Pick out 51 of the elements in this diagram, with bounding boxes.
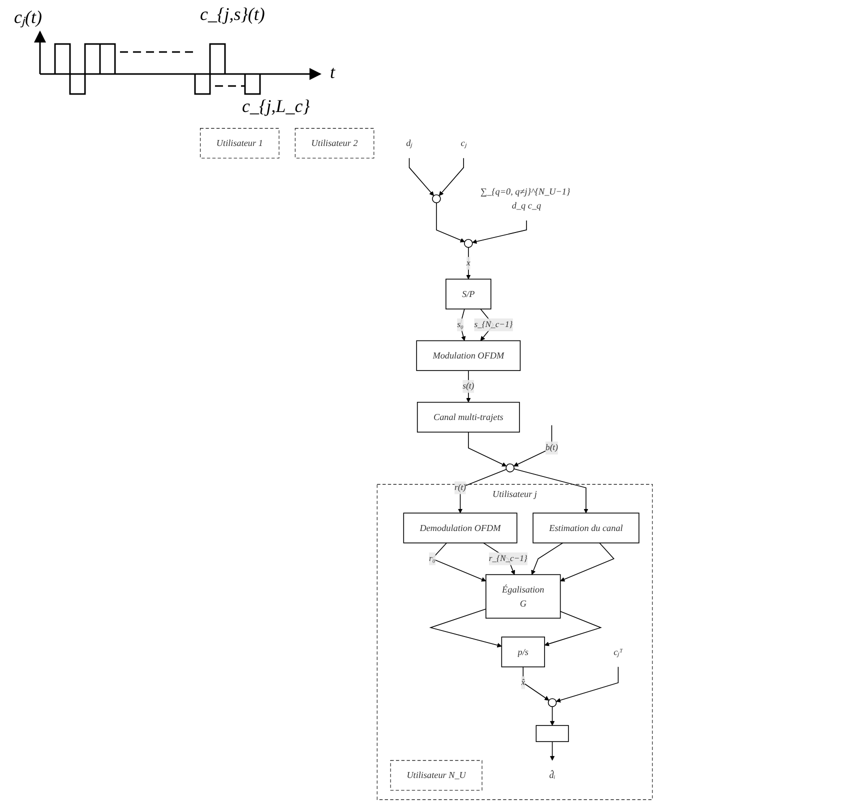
arrow — [472, 220, 528, 244]
arrow — [544, 610, 602, 646]
edge-label: x̂ — [521, 676, 526, 690]
arrow — [460, 308, 466, 341]
arrow — [556, 666, 619, 702]
signal-label: cⱼ — [460, 138, 467, 148]
signal-label: c_{j,s}(t) — [200, 4, 265, 25]
user-frame: Utilisateur N_U — [390, 760, 482, 791]
edge-label: x — [466, 256, 470, 270]
edge-label: s(t) — [462, 380, 474, 393]
process-box: Demodulation OFDM — [403, 512, 518, 544]
arrow — [458, 469, 507, 514]
arrow — [439, 158, 464, 196]
arrow — [466, 370, 471, 402]
arrow — [468, 432, 507, 466]
process-box: Égalisation G — [486, 574, 561, 619]
arrow — [466, 247, 471, 280]
process-box: S/P — [446, 278, 492, 310]
operator-circle — [432, 194, 442, 204]
arrow — [409, 158, 434, 196]
signal-label: cⱼᵀ — [614, 646, 623, 657]
operator-circle — [506, 463, 515, 472]
signal-label: ∑_{q=0, q≠j}^{N_U−1} d_q c_q — [480, 186, 570, 211]
signal-label: d̂ᵢ — [549, 770, 556, 780]
arrow — [550, 741, 555, 761]
process-box: Canal multi-trajets — [417, 402, 520, 433]
signal-label: cⱼ(t) — [14, 6, 42, 28]
process-box: Modulation OFDM — [416, 340, 521, 371]
arrow — [550, 706, 555, 726]
signal-label: c_{j,L_c} — [242, 96, 310, 117]
arrow — [531, 542, 564, 575]
edge-label: s_{N_c−1} — [474, 318, 513, 332]
arrow — [560, 542, 615, 582]
arrow — [436, 202, 466, 242]
edge-label: r₀ — [429, 552, 436, 566]
edge-label: r(t) — [454, 481, 466, 494]
edge-label: b(t) — [546, 442, 558, 454]
edge-label: s₀ — [457, 318, 464, 332]
user-frame: Utilisateur 2 — [295, 128, 374, 158]
process-box: Estimation du canal — [532, 512, 640, 544]
arrow — [429, 608, 502, 648]
arrow — [514, 468, 588, 514]
signal-label: dⱼ — [406, 138, 413, 148]
operator-circle — [548, 698, 557, 708]
operator-circle — [464, 238, 473, 248]
axis-label: t — [330, 62, 336, 83]
user-frame: Utilisateur 1 — [200, 128, 280, 158]
arrow — [522, 666, 550, 701]
process-box: p/s — [501, 636, 546, 668]
decision-device-box — [536, 725, 569, 742]
edge-label: r_{N_c−1} — [489, 552, 528, 566]
